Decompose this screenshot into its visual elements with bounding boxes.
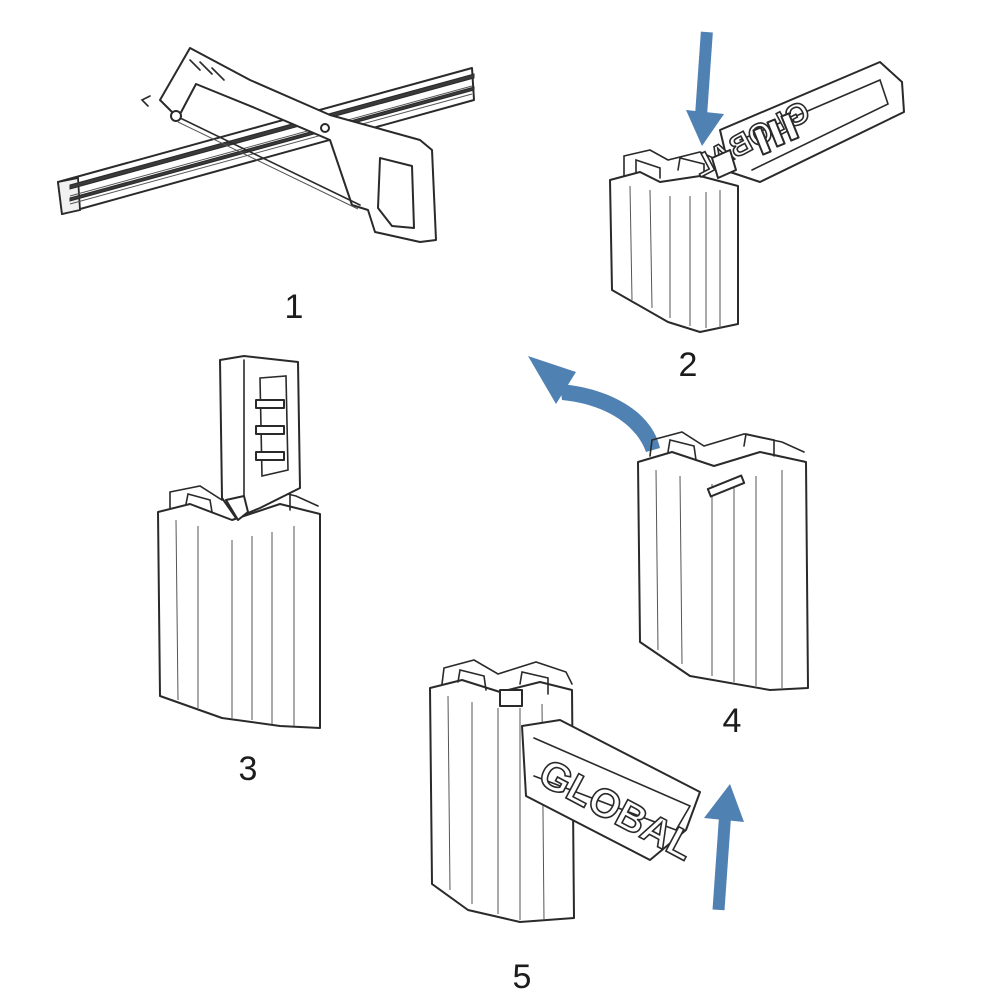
step-3-illustration: 3 [157, 355, 321, 788]
step-5-number: 5 [513, 958, 532, 996]
step-4-number: 4 [723, 702, 742, 740]
step-5-illustration: GLOBAL 5 [429, 659, 744, 996]
hacksaw-icon [140, 47, 437, 243]
corner-connector-icon: GLOBAL [687, 61, 905, 184]
up-arrow-icon [704, 784, 744, 911]
corner-connector-icon [219, 355, 301, 521]
step-1-illustration: 1 [57, 47, 475, 326]
step-4-illustration: 4 [528, 356, 809, 740]
profile-bar-icon [57, 67, 475, 216]
profile-segment [157, 485, 321, 729]
step-3-number: 3 [239, 750, 258, 788]
profile-segment [637, 431, 809, 691]
profile-segment [609, 149, 739, 333]
curved-arrow-icon [528, 356, 660, 452]
step-2-number: 2 [679, 346, 698, 384]
step-1-number: 1 [285, 288, 304, 326]
step-2-illustration: GLOBAL 2 [609, 31, 905, 384]
down-arrow-icon [686, 31, 724, 146]
